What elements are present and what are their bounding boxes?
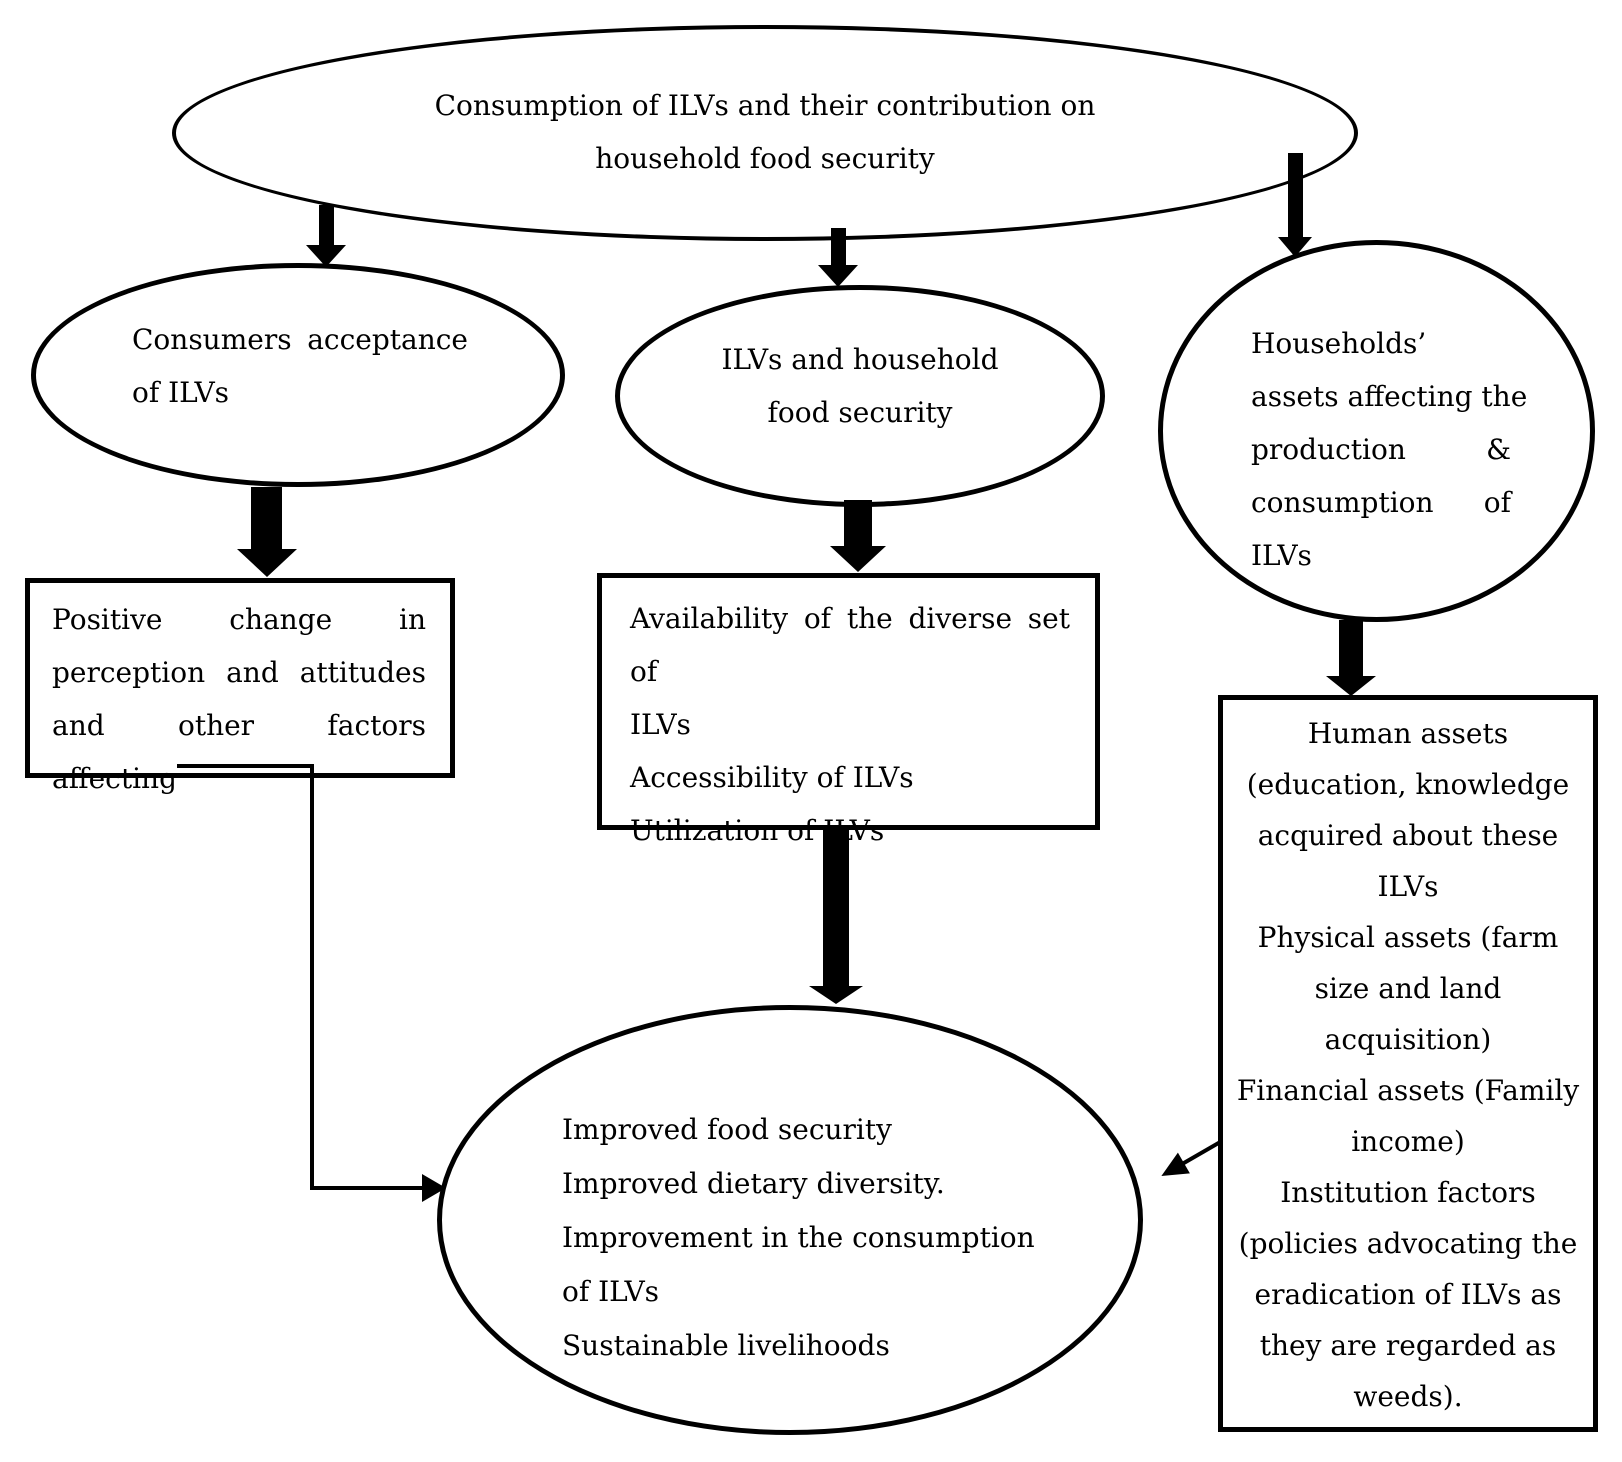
node-text-line: weeds). <box>1353 1380 1463 1413</box>
node-text-line: ILVs <box>1377 870 1439 903</box>
node-text-line: Positive change in <box>52 603 426 636</box>
node-text-line: ILVs <box>630 708 691 741</box>
node-text-line: Human assets <box>1307 717 1509 750</box>
node-text-line: assets affecting the <box>1251 380 1528 413</box>
node-text-line: Accessibility of ILVs <box>630 761 914 794</box>
node-households-assets: Households’ assets affecting the product… <box>1158 240 1595 622</box>
node-text-line: ILVs <box>1251 539 1312 572</box>
arrow-top-to-right-circle <box>1278 153 1312 257</box>
node-text-line: (education, knowledge <box>1246 768 1570 801</box>
node-text-line: acquisition) <box>1324 1023 1492 1056</box>
node-text-line: Households’ <box>1251 327 1427 360</box>
node-text-line: household food security <box>595 142 935 175</box>
node-text-line: Physical assets (farm <box>1257 921 1559 954</box>
node-consumption-of-ilvs: Consumption of ILVs and their contributi… <box>172 25 1358 241</box>
node-text-line: production & <box>1251 433 1511 466</box>
node-text-line: ILVs and household <box>721 343 999 376</box>
node-text-line: acquired about these <box>1257 819 1559 852</box>
node-text-line: they are regarded as <box>1259 1329 1557 1362</box>
node-text-line: of ILVs <box>562 1275 660 1308</box>
arrow-top-to-left-ellipse <box>306 205 346 267</box>
node-text-line: Improved food security <box>562 1113 892 1146</box>
node-text-line: Financial assets (Family <box>1236 1074 1580 1107</box>
node-availability-accessibility-utilization: Availability of the diverse set of ILVs … <box>597 573 1100 847</box>
node-text-line: Institution factors <box>1280 1176 1536 1209</box>
node-text-line: consumption of <box>1251 486 1511 519</box>
arrow-top-to-middle-ellipse <box>818 228 858 287</box>
node-consumers-acceptance: Consumers acceptance of ILVs <box>31 263 565 487</box>
node-text-line: Consumption of ILVs and their contributi… <box>434 89 1096 122</box>
node-text-line: Availability of the diverse set of <box>630 602 1070 688</box>
arrow-right-circle-to-right-rect <box>1326 620 1376 696</box>
node-text-line: (policies advocating the <box>1238 1227 1578 1260</box>
node-text-line: Sustainable livelihoods <box>562 1329 890 1362</box>
arrowhead-left-icon <box>1155 1152 1190 1187</box>
arrowhead-right-icon <box>422 1174 446 1202</box>
node-text-line: Improvement in the consumption <box>562 1221 1035 1254</box>
arrow-middle-rect-to-bottom-ellipse <box>809 826 863 1004</box>
node-text-line: income) <box>1351 1125 1465 1158</box>
node-assets-detail: Human assets (education, knowledge acqui… <box>1218 695 1598 1432</box>
node-ilvs-and-household-food-security: ILVs and household food security <box>615 285 1105 507</box>
arrow-left-ellipse-to-left-rect <box>237 487 297 577</box>
node-text-line: and other factors affecting <box>52 709 426 795</box>
node-text-line: Consumers acceptance <box>132 323 468 356</box>
node-improved-outcomes: Improved food security Improved dietary … <box>437 1005 1143 1435</box>
node-text-line: eradication of ILVs as <box>1254 1278 1562 1311</box>
arrow-middle-ellipse-to-middle-rect <box>830 500 886 572</box>
node-text-line: of ILVs <box>132 376 230 409</box>
node-text-line: Improved dietary diversity. <box>562 1167 945 1200</box>
node-text-line: food security <box>767 396 953 429</box>
node-positive-change-perception: Positive change in perception and attitu… <box>25 578 455 795</box>
node-text-line: size and land <box>1314 972 1502 1005</box>
node-text-line: perception and attitudes <box>52 656 426 689</box>
